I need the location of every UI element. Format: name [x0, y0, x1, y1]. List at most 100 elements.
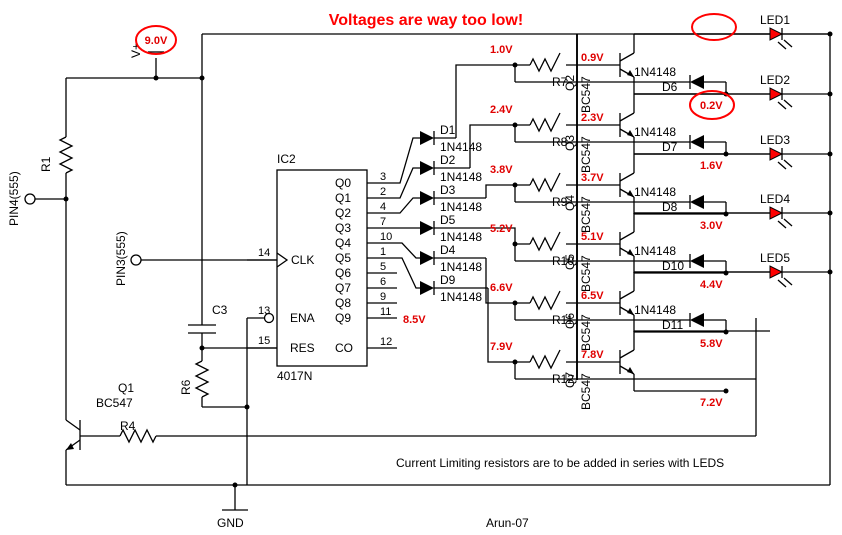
base-resistor	[529, 231, 561, 252]
feedback-diode-type: 1N4148	[634, 303, 676, 317]
c3-label: C3	[212, 303, 228, 317]
led-voltage: 4.4V	[700, 279, 723, 291]
pin4-terminal	[24, 193, 36, 205]
feedback-diode-label: D8	[662, 200, 678, 214]
ic-pin-name: Q7	[335, 281, 351, 295]
steering-diode-label: D4	[440, 243, 456, 257]
steering-diode-label: D2	[440, 153, 456, 167]
q1-type: BC547	[96, 396, 133, 410]
node-voltage: 6.6V	[490, 282, 513, 294]
base-voltage: 2.3V	[581, 112, 604, 124]
led-label: LED3	[760, 133, 790, 147]
steering-diode-type: 1N4148	[440, 230, 482, 244]
transistor-label: Q6	[563, 313, 577, 329]
node-voltage: 3.8V	[490, 164, 513, 176]
transistor-type: BC547	[579, 373, 593, 410]
base-resistor-label: R12	[552, 372, 574, 386]
ic-pin-number: 14	[258, 247, 270, 259]
steering-diode-label: D3	[440, 183, 456, 197]
ic-pin-number: 13	[258, 305, 270, 317]
ic-pin-number: 15	[258, 335, 270, 347]
ic-pin-name: Q4	[335, 236, 351, 250]
clk-marker	[276, 252, 289, 268]
ic-pin-name: Q3	[335, 221, 351, 235]
base-voltage: 6.5V	[581, 290, 604, 302]
base-resistor	[529, 349, 561, 370]
feedback-diode-label: D11	[662, 318, 683, 332]
feedback-diode-type: 1N4148	[634, 125, 676, 139]
led-label: LED4	[760, 192, 790, 206]
ic-pin-name: Q8	[335, 296, 351, 310]
gnd-label: GND	[217, 516, 244, 530]
led-voltage: 5.8V	[700, 338, 723, 350]
q1-transistor	[65, 419, 120, 451]
led	[769, 147, 784, 161]
transistor-label: Q4	[563, 195, 577, 211]
led-voltage: 3.0V	[700, 220, 723, 232]
led-label: LED5	[760, 251, 790, 265]
steering-diode	[420, 191, 434, 205]
feedback-diode	[690, 135, 704, 149]
steering-diode	[420, 251, 434, 265]
steering-diode-type: 1N4148	[440, 290, 482, 304]
feedback-diode-type: 1N4148	[634, 185, 676, 199]
base-resistor-label: R8	[552, 135, 568, 149]
ic2-4017	[276, 169, 368, 367]
feedback-diode-label: D6	[662, 80, 678, 94]
transistor-type: BC547	[579, 255, 593, 292]
pin3-label: PIN3(555)	[114, 231, 128, 286]
steering-diode-type: 1N4148	[440, 260, 482, 274]
led2-voltage-highlight	[689, 90, 735, 120]
ic-pin-number: 1	[380, 246, 386, 258]
led	[769, 206, 784, 220]
base-resistor-label: R10	[552, 254, 574, 268]
base-resistor	[529, 112, 561, 133]
r1-resistor	[58, 136, 74, 174]
steering-diode-type: 1N4148	[440, 170, 482, 184]
base-voltage: 5.1V	[581, 231, 604, 243]
base-resistor	[529, 290, 561, 311]
r6-resistor	[194, 360, 210, 398]
r4-resistor	[119, 428, 157, 444]
steering-diode-label: D5	[440, 213, 456, 227]
ic2-label: IC2	[277, 152, 296, 166]
transistor-type: BC547	[579, 136, 593, 173]
feedback-diode-type: 1N4148	[634, 65, 676, 79]
page-title: Voltages are way too low!	[329, 12, 523, 29]
supply-voltage: 9.0V	[145, 35, 168, 47]
ic-pin-number: 6	[380, 276, 386, 288]
ic-pin-name: RES	[290, 341, 315, 355]
feedback-diode	[690, 254, 704, 268]
base-resistor-label: R9	[552, 195, 568, 209]
note-text: Current Limiting resistors are to be add…	[396, 456, 724, 470]
led-label: LED2	[760, 73, 790, 87]
steering-diode	[420, 281, 434, 295]
led-voltage: 0.2V	[700, 100, 723, 112]
transistor-label: Q3	[563, 135, 577, 151]
base-resistor-label: R7	[552, 75, 568, 89]
q9-voltage: 8.5V	[403, 314, 426, 326]
ic-pin-name: Q6	[335, 266, 351, 280]
led-label: LED1	[760, 13, 790, 27]
pin3-terminal	[130, 254, 142, 266]
r6-label: R6	[179, 379, 193, 395]
ic-pin-number: 5	[380, 261, 386, 273]
ic-pin-number: 3	[380, 171, 386, 183]
feedback-diode-label: D7	[662, 140, 678, 154]
node-voltage: 7.9V	[490, 341, 513, 353]
feedback-diode	[690, 195, 704, 209]
base-resistor-label: R11	[552, 313, 573, 327]
ic-pin-number: 12	[380, 336, 392, 348]
led-voltage: 7.2V	[700, 397, 723, 409]
steering-diode	[420, 161, 434, 175]
led1-voltage-highlight	[691, 13, 737, 41]
ic2-part: 4017N	[277, 369, 312, 383]
ic-pin-name: Q2	[335, 206, 351, 220]
ic-pin-name: Q9	[335, 311, 351, 325]
supply-label: V+	[129, 43, 143, 58]
transistor-type: BC547	[579, 76, 593, 113]
